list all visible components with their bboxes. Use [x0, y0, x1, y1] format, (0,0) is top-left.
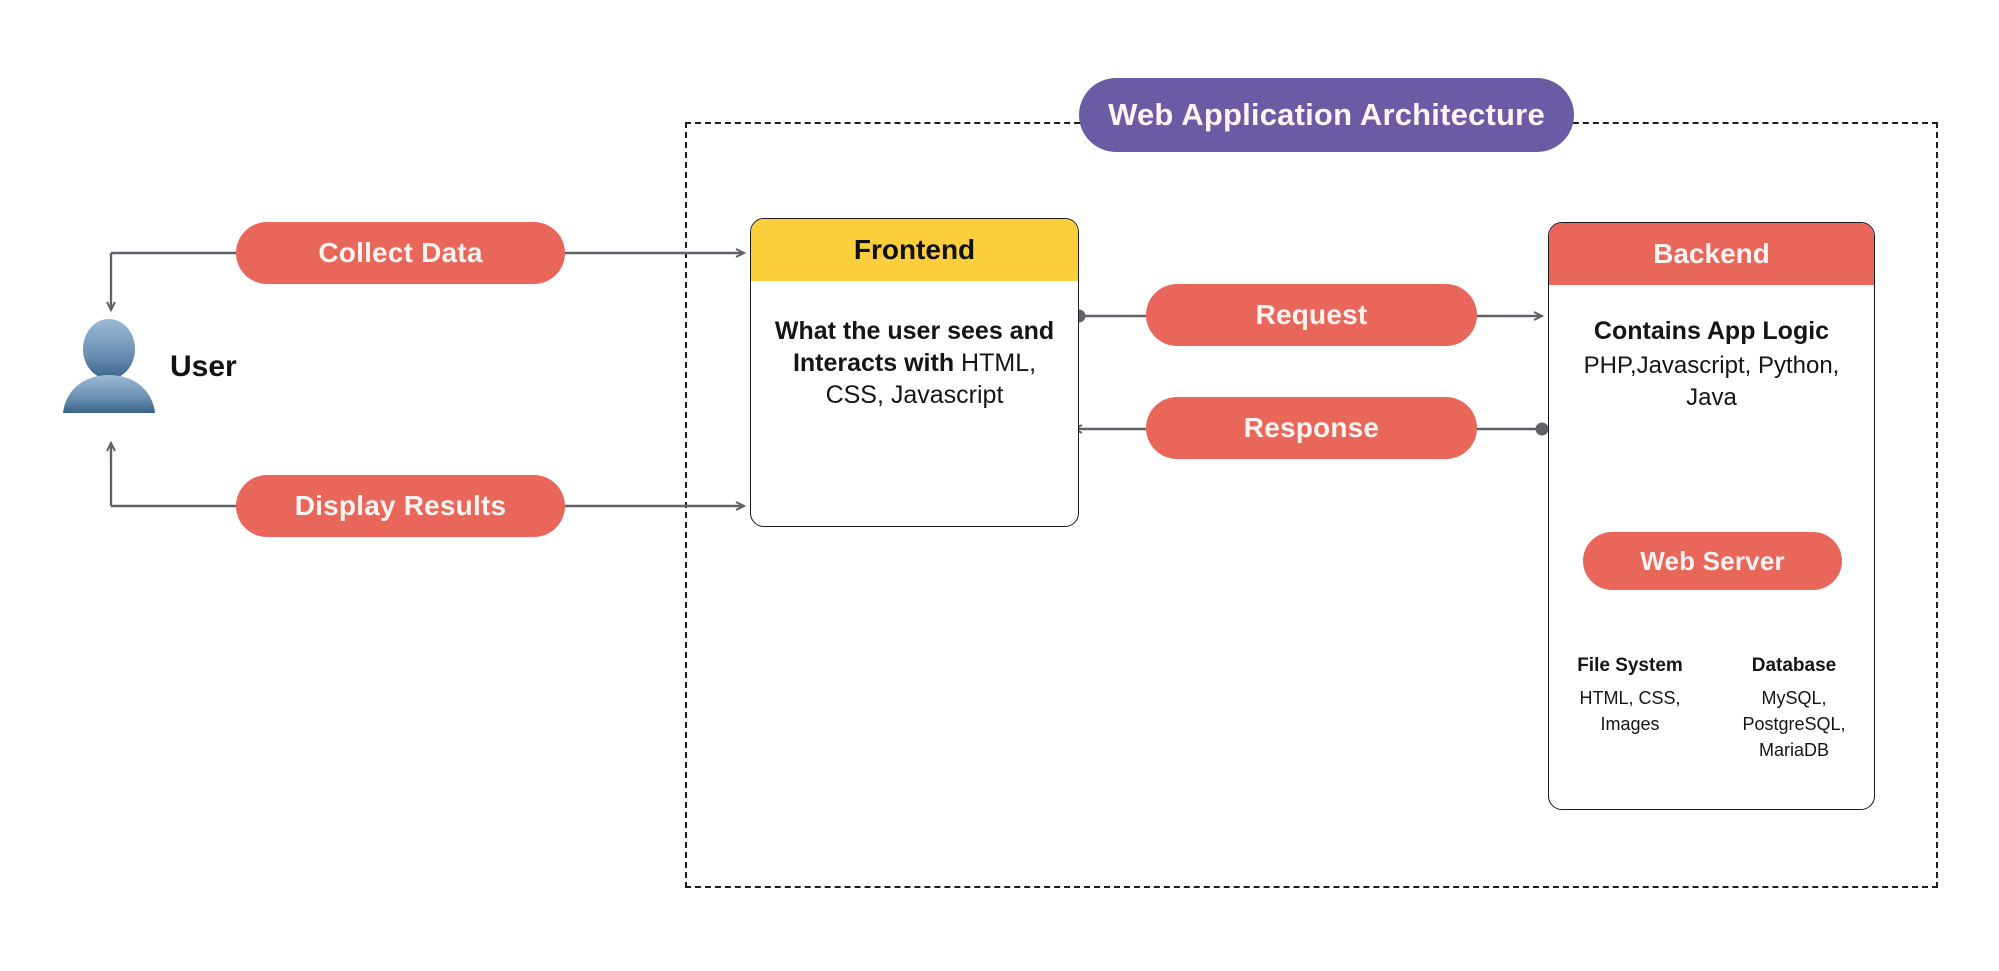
frontend-card[interactable]: Frontend What the user sees and Interact… — [750, 218, 1079, 527]
database-column: Database MySQL, PostgreSQL, MariaDB — [1720, 655, 1868, 763]
backend-description-bold: Contains App Logic — [1593, 317, 1830, 345]
backend-resource-columns: File System HTML, CSS, Images Database M… — [1556, 655, 1868, 763]
architecture-title-pill: Web Application Architecture — [1079, 78, 1574, 152]
backend-title: Backend — [1549, 223, 1874, 285]
backend-card[interactable]: Backend Contains App Logic PHP,Javascrip… — [1548, 222, 1875, 810]
file-system-column: File System HTML, CSS, Images — [1556, 655, 1704, 737]
frontend-description-bold: What the user sees and Interacts with — [774, 317, 1055, 377]
response-pill[interactable]: Response — [1146, 397, 1477, 459]
collect-data-pill[interactable]: Collect Data — [236, 222, 565, 284]
file-system-title: File System — [1577, 655, 1683, 676]
frontend-description-regular: HTML, CSS, Javascript — [825, 349, 1037, 409]
web-server-pill[interactable]: Web Server — [1583, 532, 1842, 590]
database-text: MySQL, PostgreSQL, MariaDB — [1742, 688, 1846, 761]
database-title: Database — [1751, 655, 1837, 676]
user-avatar-icon — [63, 319, 155, 413]
display-results-pill[interactable]: Display Results — [236, 475, 565, 537]
frontend-description: What the user sees and Interacts with HT… — [751, 281, 1078, 411]
backend-description: Contains App Logic PHP,Javascript, Pytho… — [1549, 285, 1874, 414]
request-pill[interactable]: Request — [1146, 284, 1477, 346]
user-label: User — [170, 350, 237, 383]
backend-description-regular: PHP,Javascript, Python, Java — [1583, 352, 1840, 412]
file-system-text: HTML, CSS, Images — [1579, 688, 1681, 735]
frontend-title: Frontend — [751, 219, 1078, 281]
